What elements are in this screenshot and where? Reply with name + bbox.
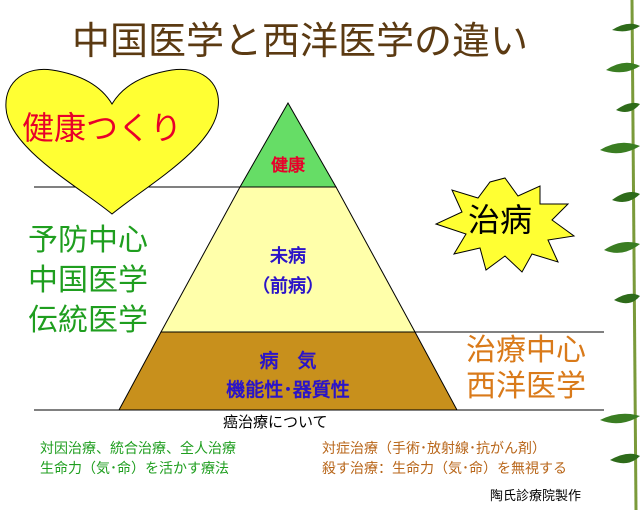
western-point-2: 殺す治療：生命力（気･命）を無視する bbox=[322, 461, 567, 477]
bamboo-decoration bbox=[600, 0, 640, 510]
pyramid-middle-sublabel: （前病） bbox=[252, 276, 324, 297]
cancer-heading: 癌治療について bbox=[223, 413, 328, 431]
credit-label: 陶氏診療院製作 bbox=[490, 489, 582, 504]
chinese-point-1: 対因治療、統合治療、全人治療 bbox=[40, 441, 236, 457]
heart-shape bbox=[5, 68, 219, 215]
pyramid-bottom-label: 病 気 bbox=[259, 350, 317, 372]
heart-label: 健康つくり bbox=[22, 109, 183, 147]
right-label-western-medicine: 西洋医学 bbox=[466, 369, 586, 404]
pyramid-top-label: 健康 bbox=[271, 156, 305, 176]
left-label-chinese-medicine: 中国医学 bbox=[28, 263, 148, 298]
page-title: 中国医学と西洋医学の違い bbox=[71, 19, 528, 63]
pyramid-middle-label: 未病 bbox=[270, 246, 306, 267]
western-point-1: 対症治療（手術･放射線･抗がん剤） bbox=[322, 441, 546, 457]
burst-shape bbox=[434, 177, 576, 273]
right-label-treatment: 治療中心 bbox=[466, 333, 586, 368]
pyramid-bottom-sublabel: 機能性･器質性 bbox=[226, 379, 350, 401]
burst-label: 治病 bbox=[468, 201, 533, 239]
pyramid-bottom-tier bbox=[118, 331, 458, 411]
left-label-traditional-medicine: 伝統医学 bbox=[28, 303, 148, 338]
chinese-point-2: 生命力（気･命）を活かす療法 bbox=[40, 461, 229, 477]
left-label-prevention: 予防中心 bbox=[28, 223, 148, 258]
